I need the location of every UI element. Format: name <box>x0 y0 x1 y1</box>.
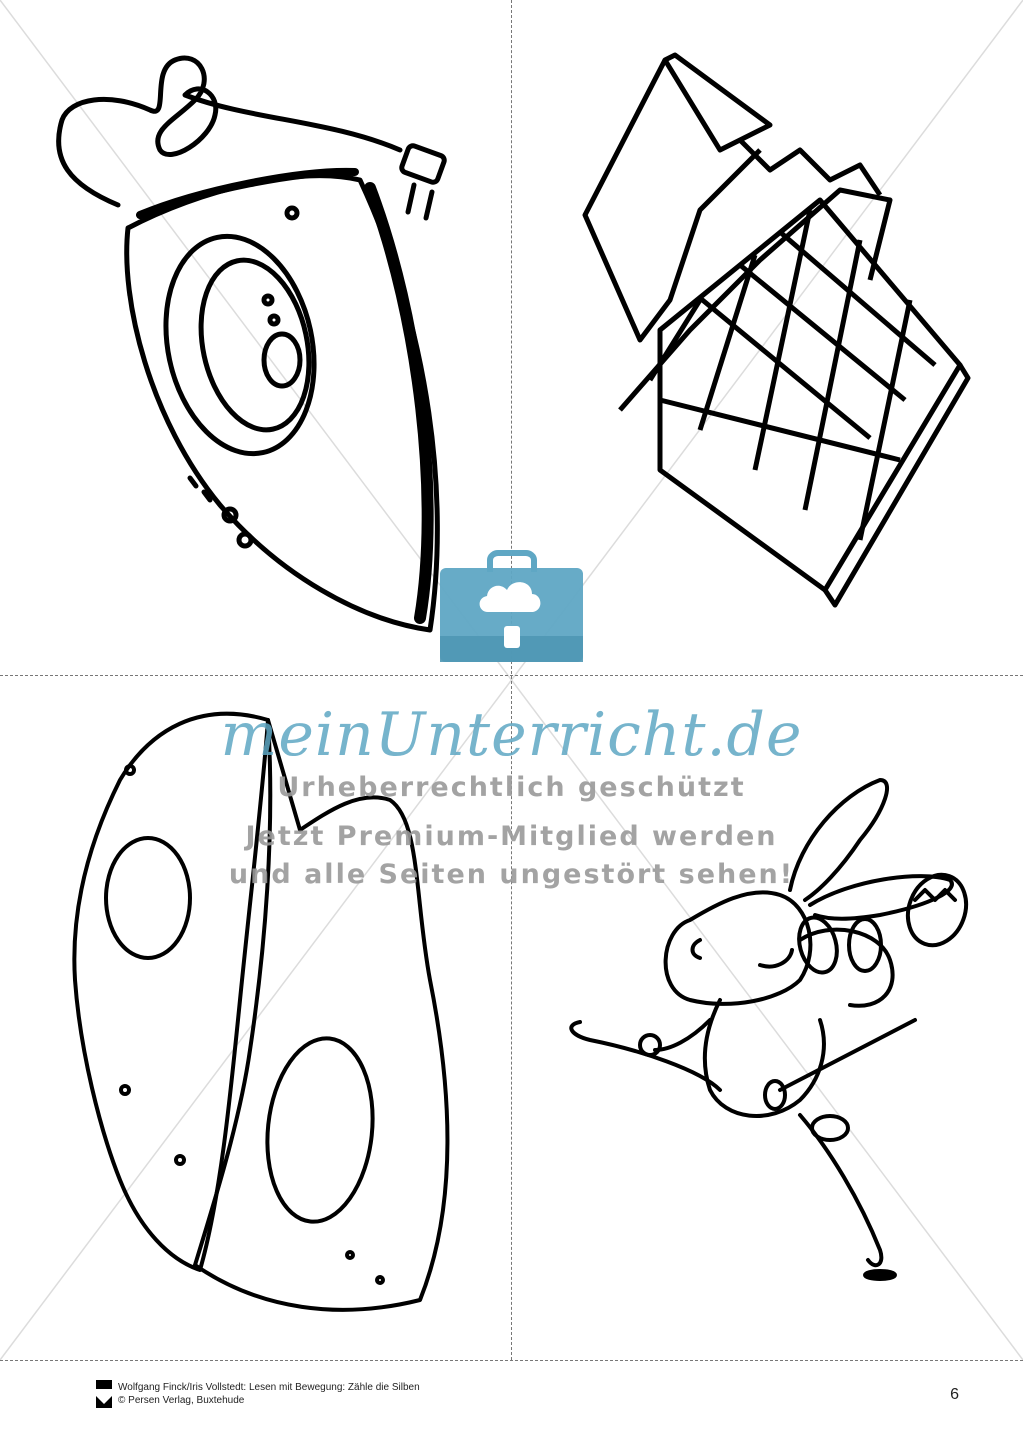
footer-citation-block: Wolfgang Finck/Iris Vollstedt: Lesen mit… <box>118 1381 420 1407</box>
watermark-copyright-line: Urheberrechtlich geschützt <box>277 772 746 803</box>
watermark-view-line: und alle Seiten ungestört sehen! <box>228 859 795 890</box>
footer-copyright: © Persen Verlag, Buxtehude <box>118 1395 245 1406</box>
cut-line-vertical <box>511 0 512 1360</box>
persen-logo-icon <box>96 1380 112 1408</box>
page-number: 6 <box>950 1386 959 1403</box>
footer-citation: Wolfgang Finck/Iris Vollstedt: Lesen mit… <box>118 1382 420 1393</box>
watermark-premium-line: Jetzt Premium-Mitglied werden <box>245 821 778 852</box>
cut-line-footer <box>0 1360 1023 1361</box>
watermark-brand: meinUnterricht.de <box>220 700 803 770</box>
cut-line-horizontal <box>0 675 1023 676</box>
